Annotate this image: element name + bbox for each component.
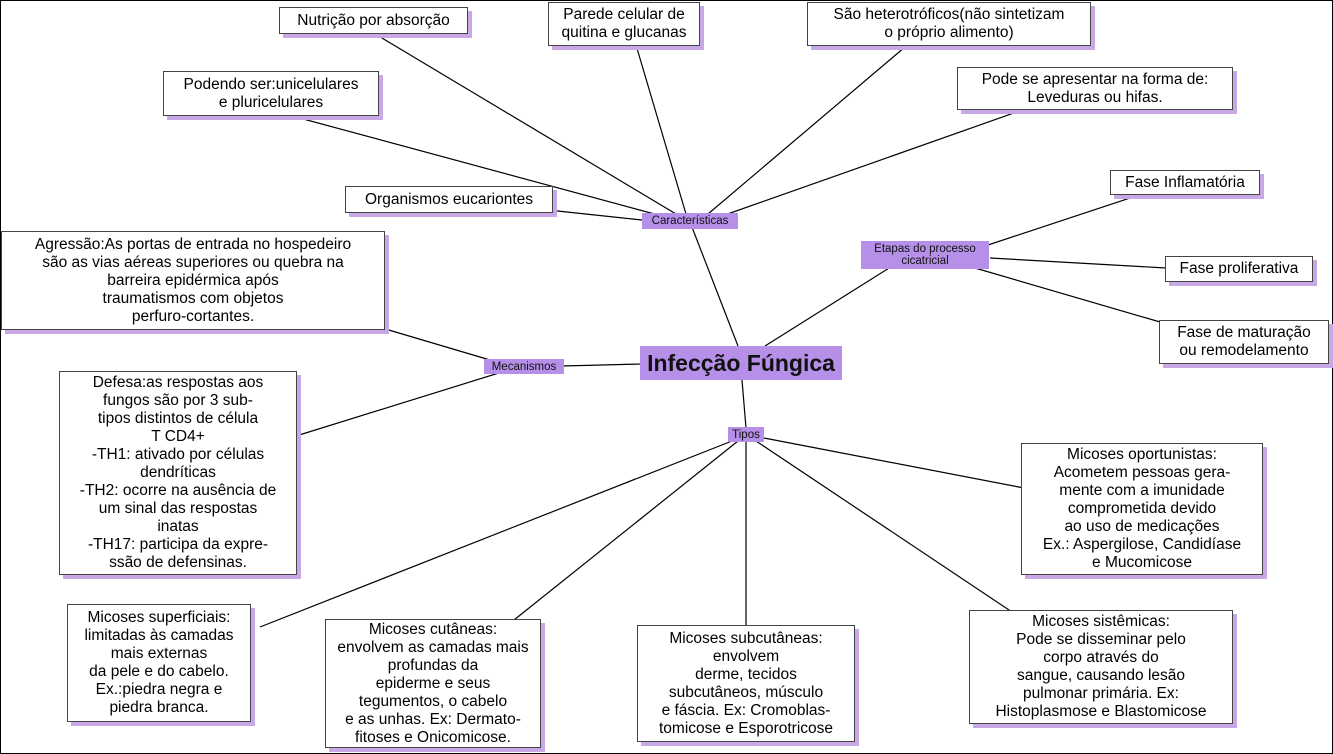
link-tip-cutaneas xyxy=(513,440,739,621)
hub-mecanismos: Mecanismos xyxy=(484,359,564,374)
link-car-heterotroficos xyxy=(707,46,906,215)
link-tip-superficiais xyxy=(259,440,733,628)
link-car-leveduras xyxy=(721,107,1029,217)
link-mec-defesa xyxy=(295,371,503,437)
link-car-nutricao xyxy=(371,31,677,215)
node-subcutaneas: Micoses subcutâneas: envolvem derme, tec… xyxy=(637,625,855,742)
link-car-unicelulares xyxy=(269,109,663,217)
node-inflamatoria: Fase Inflamatória xyxy=(1110,170,1260,195)
node-oportunistas: Micoses oportunistas: Acometem pessoas g… xyxy=(1021,443,1263,575)
node-heterotroficos: São heterotróficos(não sintetizam o próp… xyxy=(807,2,1091,46)
link-eta-inflamatoria xyxy=(981,191,1149,248)
link-root-caracteristicas xyxy=(689,221,739,347)
hub-etapas: Etapas do processo cicatricial xyxy=(861,241,989,269)
node-parede: Parede celular de quitina e glucanas xyxy=(548,2,700,46)
node-defesa: Defesa:as respostas aos fungos são por 3… xyxy=(59,371,297,575)
link-tip-sistemicas xyxy=(755,440,1013,613)
node-cutaneas: Micoses cutâneas: envolvem as camadas ma… xyxy=(325,619,541,748)
link-tip-oportunistas xyxy=(763,437,1025,489)
node-proliferativa: Fase proliferativa xyxy=(1165,256,1313,282)
link-eta-proliferativa xyxy=(989,257,1167,269)
link-root-mecanismos xyxy=(561,363,643,367)
link-car-parede xyxy=(635,44,687,215)
link-car-eucariontes xyxy=(547,209,643,221)
link-root-etapas xyxy=(764,257,906,347)
link-mec-agressao xyxy=(381,327,491,361)
hub-tipos: Tipos xyxy=(728,427,764,442)
node-sistemicas: Micoses sistêmicas: Pode se disseminar p… xyxy=(969,610,1233,724)
node-agressao: Agressão:As portas de entrada no hospede… xyxy=(1,231,385,330)
node-superficiais: Micoses superficiais: limitadas às camad… xyxy=(67,604,251,722)
node-unicelulares: Podendo ser:unicelulares e pluricelulare… xyxy=(163,71,379,116)
link-eta-maturacao xyxy=(974,267,1161,323)
link-root-tipos xyxy=(741,379,747,429)
node-eucariontes: Organismos eucariontes xyxy=(345,186,553,213)
node-maturacao: Fase de maturação ou remodelamento xyxy=(1159,320,1329,364)
hub-caracteristicas: Características xyxy=(642,213,738,229)
node-nutricao: Nutrição por absorção xyxy=(279,7,468,34)
root-node: Infecção Fúngica xyxy=(640,346,842,380)
node-leveduras: Pode se apresentar na forma de: Levedura… xyxy=(957,67,1233,110)
